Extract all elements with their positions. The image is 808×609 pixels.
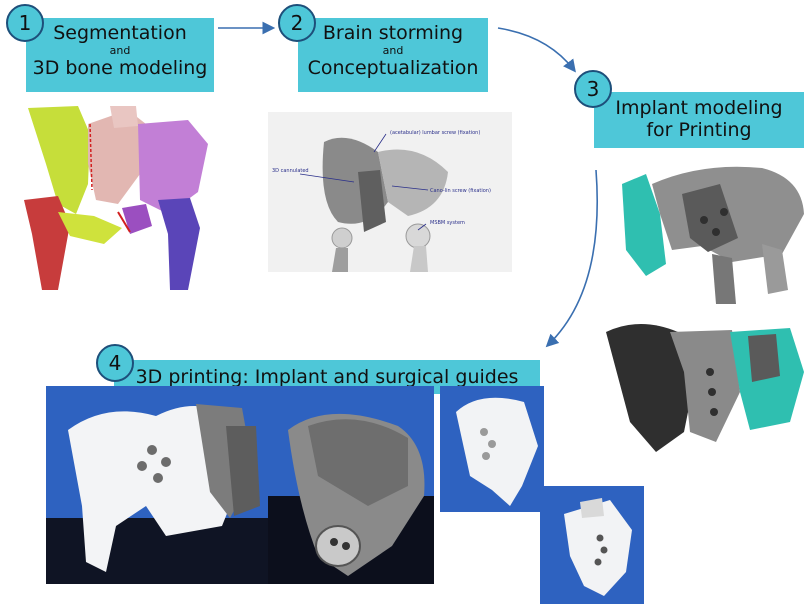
sketch-annotation-2: (acetabular) lumbar screw (fixation) xyxy=(390,130,480,136)
step-3-label: Implant modeling for Printing xyxy=(594,92,804,148)
sketch-annotation-3: Cano-lin screw (fixation) xyxy=(430,188,491,194)
step-1-badge: 1 xyxy=(6,4,44,42)
step-2-connector: and xyxy=(382,44,404,57)
implant-model-top-image xyxy=(612,154,808,304)
arrow-3-to-4 xyxy=(545,169,599,348)
printed-model-photo-1 xyxy=(440,386,544,512)
sketch-annotation-1: 3D cannulated xyxy=(272,168,309,174)
step-3-title: Implant modeling xyxy=(615,97,783,119)
step-4-title: 3D printing: Implant and surgical guides xyxy=(135,366,519,388)
step-1-label: Segmentation and 3D bone modeling xyxy=(26,18,214,92)
step-2-label: Brain storming and Conceptualization xyxy=(298,18,488,92)
step-3-badge: 3 xyxy=(574,70,612,108)
printed-pelvis-photo xyxy=(46,386,268,584)
step-2-title: Brain storming xyxy=(322,22,464,44)
step-1-title: Segmentation xyxy=(53,22,187,44)
implant-model-bottom-image xyxy=(600,312,808,462)
arrow-2-to-3 xyxy=(497,27,576,73)
step-2-subtitle: Conceptualization xyxy=(307,57,479,79)
step-3-subtitle: for Printing xyxy=(646,119,752,141)
segmented-pelvis-image xyxy=(18,104,214,290)
step-4-badge: 4 xyxy=(96,344,134,382)
sketch-annotation-4: MSBM system xyxy=(430,220,465,226)
step-1-connector: and xyxy=(109,44,131,57)
annotated-sketch-image: 3D cannulated (acetabular) lumbar screw … xyxy=(268,112,512,272)
step-2-badge: 2 xyxy=(278,4,316,42)
printed-model-photo-2 xyxy=(540,486,644,604)
printed-implant-closeup-photo xyxy=(268,386,434,584)
step-1-subtitle: 3D bone modeling xyxy=(32,57,208,79)
